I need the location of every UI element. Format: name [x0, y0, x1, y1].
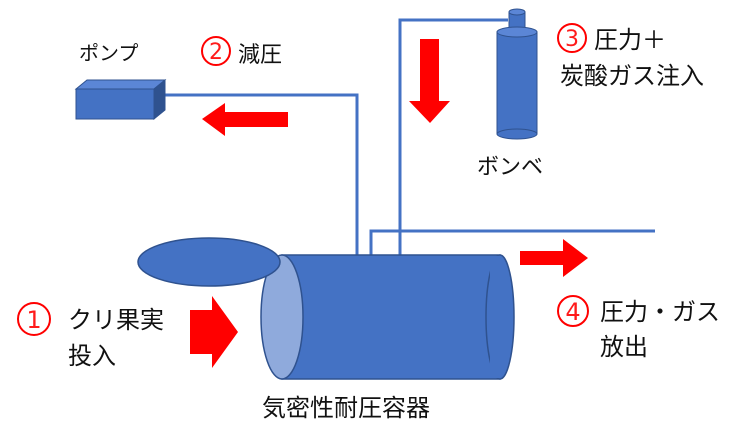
vessel-lid-icon [137, 237, 281, 287]
step-1-number: 1 [26, 306, 41, 334]
step-2-circle-icon [201, 36, 231, 66]
pump-icon [74, 78, 167, 121]
step-2-label: 2 減圧 [201, 36, 282, 68]
pipes [160, 18, 655, 258]
step-2-number: 2 [209, 40, 223, 65]
step-1-line-1: クリ果実 [68, 306, 164, 334]
step-4-circle-icon [557, 295, 589, 327]
pressure-vessel-icon [260, 254, 515, 380]
step-3-line-2: 炭酸ガス注入 [560, 62, 704, 90]
step-1-line-2: 投入 [68, 342, 116, 370]
step-3-number: 3 [565, 27, 579, 52]
step-3-line-1: 圧力＋ [594, 26, 666, 54]
release-pipe [369, 229, 655, 256]
arrows [190, 39, 588, 368]
gas-cylinder-icon [496, 8, 538, 140]
step-3-label: 3 圧力＋ 炭酸ガス注入 [557, 23, 704, 90]
pump-label: ポンプ [79, 41, 138, 65]
pump-pipe [160, 93, 359, 258]
arrow-left-icon [202, 103, 288, 136]
vessel-label: 気密性耐圧容器 [262, 394, 430, 422]
step-4-line-2: 放出 [600, 333, 648, 361]
cylinder-pipe [398, 18, 508, 258]
step-3-circle-icon [557, 23, 587, 53]
cylinder-label: ボンベ [477, 155, 543, 180]
step-4-label: 4 圧力・ガス 放出 [557, 295, 720, 361]
arrow-right-out-icon [520, 239, 588, 277]
step-1-circle-icon [17, 302, 51, 336]
step-1-label: 1 クリ果実 投入 [17, 302, 164, 370]
step-4-line-1: 圧力・ガス [600, 298, 720, 326]
arrow-right-in-icon [190, 296, 238, 368]
arrow-down-icon [409, 39, 450, 123]
step-4-number: 4 [565, 298, 580, 326]
step-2-text: 減圧 [238, 43, 282, 68]
